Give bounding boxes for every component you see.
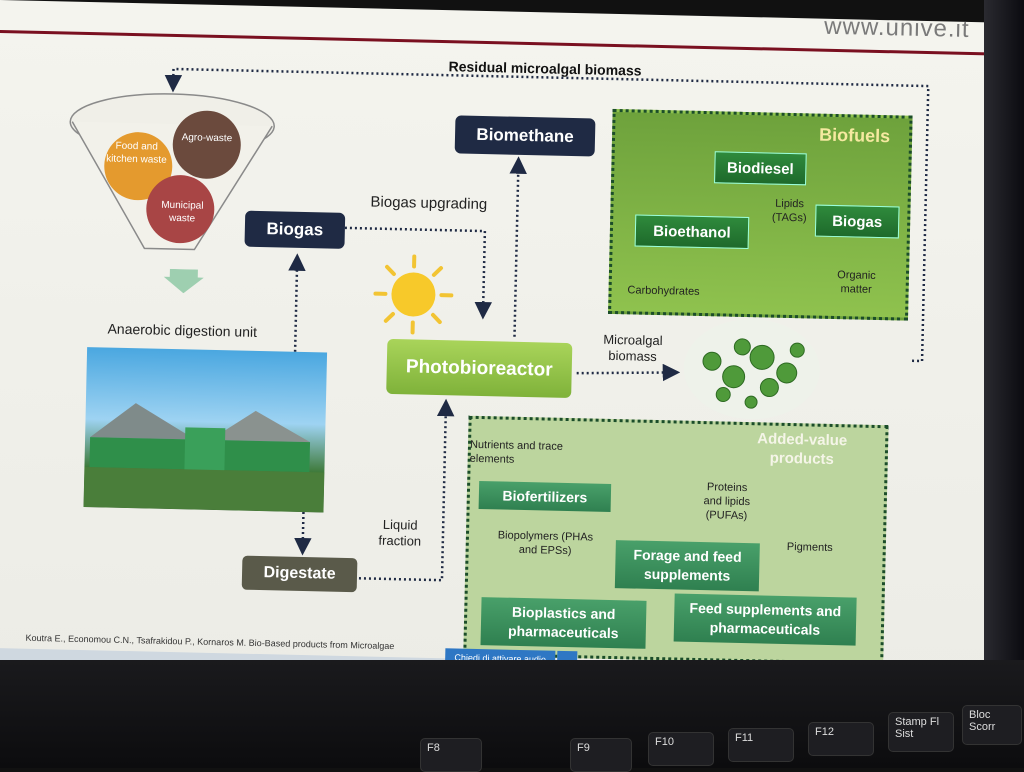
bioethanol-box: Bioethanol bbox=[635, 214, 750, 249]
keyboard: F8 F9 F10 F11 F12 Stamp Fl Sist Bloc Sco… bbox=[0, 660, 1024, 768]
key-f12[interactable]: F12 bbox=[808, 722, 874, 756]
bioplastics-box: Bioplastics and pharmaceuticals bbox=[480, 597, 646, 649]
biodiesel-box: Biodiesel bbox=[714, 151, 807, 185]
microalgal-biomass-label: Microalgal biomass bbox=[590, 331, 676, 365]
food-waste-label: Food and kitchen waste bbox=[101, 140, 172, 167]
pigments-label: Pigments bbox=[780, 541, 840, 556]
arrow-to-biogas bbox=[295, 257, 297, 352]
laptop-bezel bbox=[984, 0, 1024, 768]
key-f11[interactable]: F11 bbox=[728, 728, 794, 762]
slide-screen: www.unive.it bbox=[0, 0, 1010, 713]
funnel-down-arrow-icon bbox=[163, 269, 204, 294]
biogas-box: Biogas bbox=[244, 211, 345, 249]
agro-waste-label: Agro-waste bbox=[179, 132, 235, 146]
feed-supplements-box: Feed supplements and pharmaceuticals bbox=[674, 593, 857, 645]
nutrients-label: Nutrients and trace elements bbox=[470, 439, 586, 469]
biopolymers-label: Biopolymers (PHAs and EPSs) bbox=[487, 529, 603, 559]
key-scroll-lock[interactable]: Bloc Scorr bbox=[962, 705, 1022, 745]
biofuel-biogas-box: Biogas bbox=[815, 205, 900, 239]
key-print-screen[interactable]: Stamp Fl Sist bbox=[888, 712, 954, 752]
added-value-title: Added-value products bbox=[742, 430, 863, 470]
proteins-label: Proteins and lipids (PUFAs) bbox=[696, 481, 757, 524]
arrow-to-biomethane bbox=[514, 160, 518, 337]
biogas-upgrading-label: Biogas upgrading bbox=[370, 193, 487, 213]
digestate-box: Digestate bbox=[242, 556, 358, 593]
arrow-liquid-fraction bbox=[359, 400, 446, 580]
sun-icon bbox=[373, 254, 455, 336]
key-f8[interactable]: F8 bbox=[420, 738, 482, 772]
key-f9[interactable]: F9 bbox=[570, 738, 632, 772]
organic-matter-label: Organic matter bbox=[828, 269, 884, 298]
anaerobic-label: Anaerobic digestion unit bbox=[107, 321, 257, 340]
biomethane-box: Biomethane bbox=[455, 115, 596, 156]
arrow-to-biomass bbox=[577, 370, 677, 375]
biofertilizers-box: Biofertilizers bbox=[479, 481, 612, 512]
digestion-plant-image bbox=[84, 347, 328, 512]
photobioreactor-box: Photobioreactor bbox=[386, 339, 572, 398]
municipal-waste-label: Municipal waste bbox=[147, 199, 218, 226]
microalgae-image bbox=[681, 316, 823, 424]
forage-box: Forage and feed supplements bbox=[615, 540, 760, 591]
waste-funnel bbox=[64, 87, 288, 292]
lipids-label: Lipids (TAGs) bbox=[767, 197, 812, 225]
key-f10[interactable]: F10 bbox=[648, 732, 714, 766]
carbohydrates-label: Carbohydrates bbox=[618, 284, 708, 300]
arrow-to-digestate bbox=[303, 512, 304, 552]
biofuels-title: Biofuels bbox=[819, 125, 890, 148]
liquid-fraction-label: Liquid fraction bbox=[370, 517, 431, 551]
